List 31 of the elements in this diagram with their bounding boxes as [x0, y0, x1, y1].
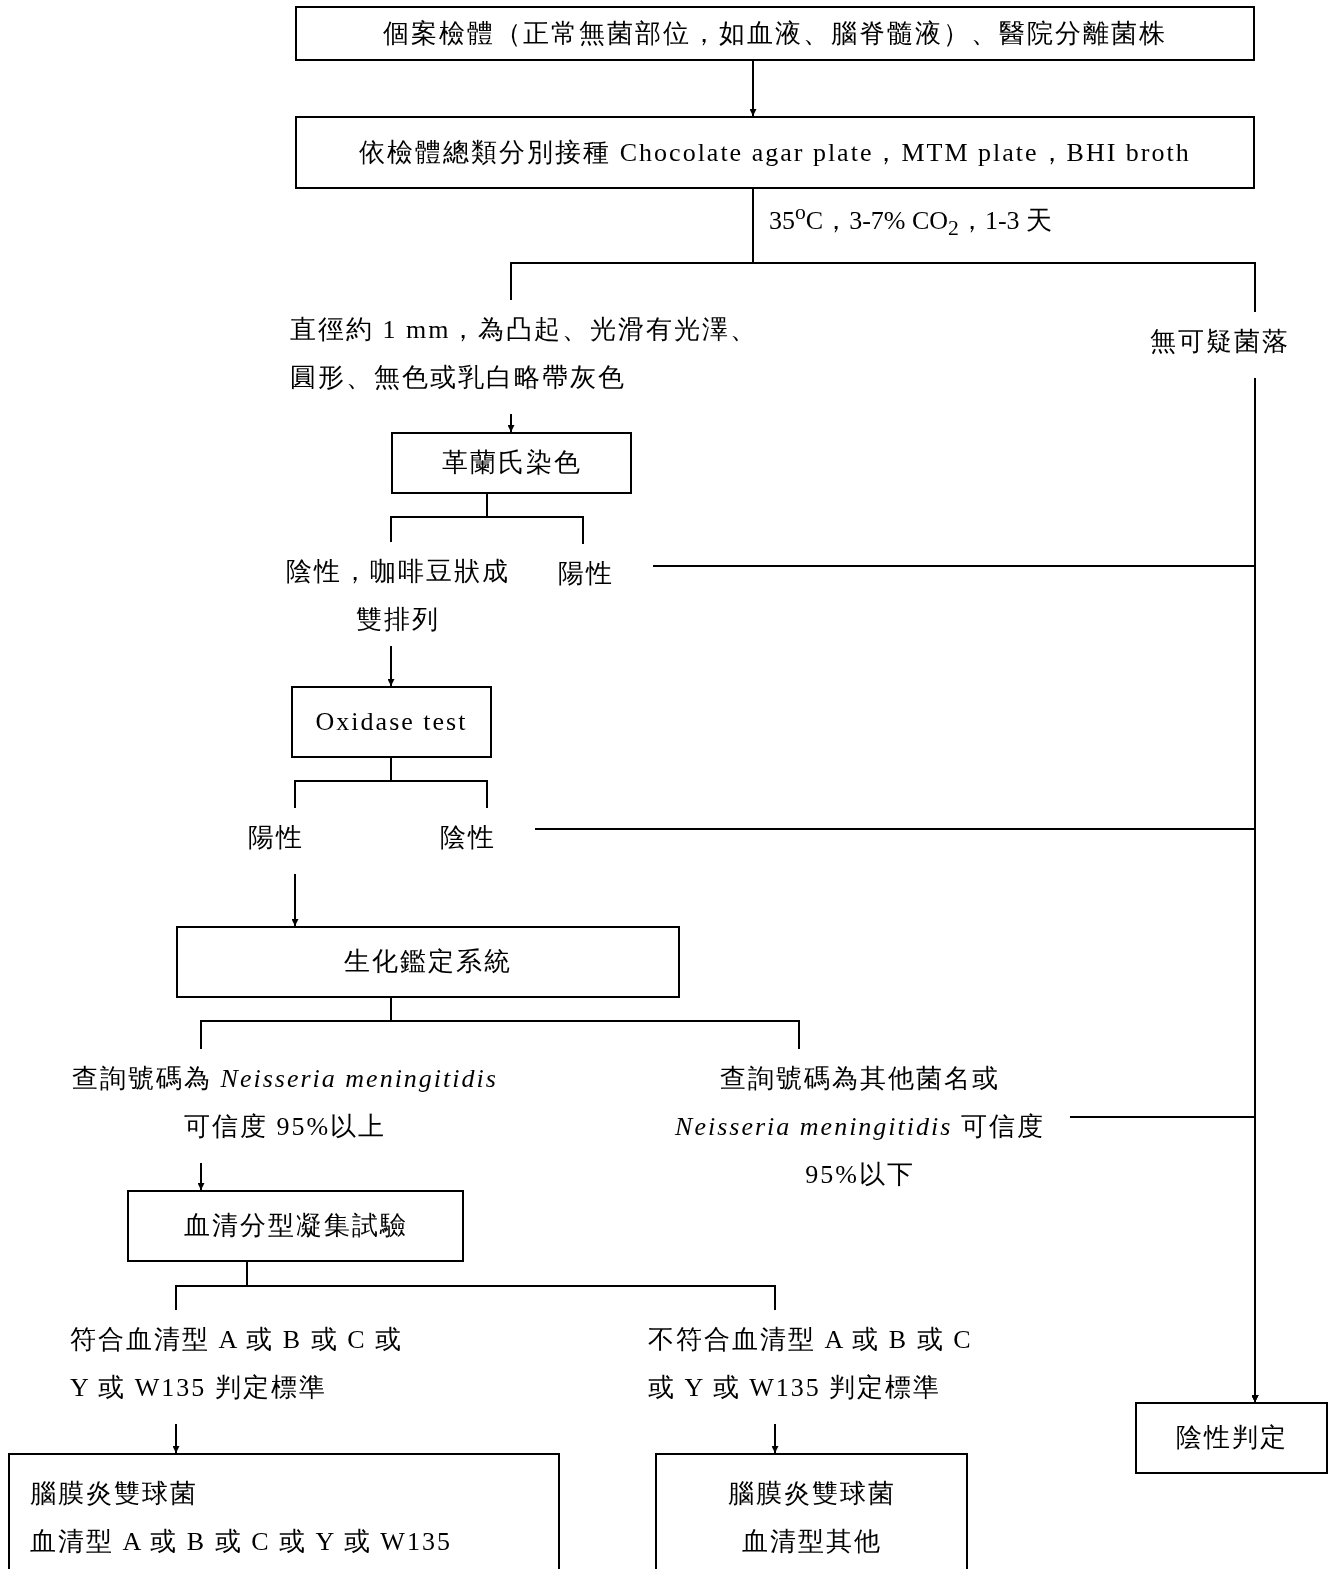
result-box	[8, 1453, 560, 1569]
arrow	[1069, 1116, 1259, 1403]
process-box: 生化鑑定系統	[176, 926, 680, 998]
condition-text: 符合血清型 A 或 B 或 C 或 Y 或 W135 判定標準	[70, 1316, 405, 1412]
condition-text: 查詢號碼為 Neisseria meningitidis 可信度 95%以上	[60, 1055, 510, 1151]
process-box: Oxidase test	[291, 686, 492, 758]
arrow	[197, 1162, 205, 1191]
condition-text: 不符合血清型 A 或 B 或 C 或 Y 或 W135 判定標準	[648, 1316, 998, 1412]
process-box: 革蘭氏染色	[391, 432, 632, 494]
arrow	[291, 873, 299, 927]
condition-text: 無可疑菌落	[1150, 318, 1325, 366]
arrow	[387, 645, 395, 687]
box-text: 腦膜炎雙球菌	[30, 1478, 199, 1510]
box-text: 腦膜炎雙球菌	[726, 1478, 897, 1510]
condition-text: 陽性	[248, 814, 328, 862]
condition-text: 陽性	[558, 550, 638, 598]
arrow	[771, 1423, 779, 1454]
process-box: 個案檢體（正常無菌部位，如血液、腦脊髓液）、醫院分離菌株	[295, 6, 1255, 61]
condition-text: 陰性	[440, 814, 520, 862]
result-box: 陰性判定	[1135, 1402, 1328, 1474]
box-text: 血清型 A 或 B 或 C 或 Y 或 W135	[30, 1526, 453, 1558]
result-box	[655, 1453, 968, 1569]
process-box: 血清分型凝集試驗	[127, 1190, 464, 1262]
arrow	[749, 60, 757, 117]
condition-text: 陰性，咖啡豆狀成雙排列	[285, 548, 510, 634]
condition-text: 直徑約 1 mm，為凸起、光滑有光澤、圓形、無色或乳白略帶灰色	[290, 306, 765, 402]
condition-text: 查詢號碼為其他菌名或 Neisseria meningitidis 可信度 95%以下	[665, 1055, 1055, 1199]
process-box: 依檢體總類分別接種 Chocolate agar plate，MTM plate，BHI broth	[295, 116, 1255, 189]
box-text: 血清型其他	[740, 1526, 883, 1558]
arrow	[172, 1423, 180, 1454]
arrow	[507, 413, 515, 433]
